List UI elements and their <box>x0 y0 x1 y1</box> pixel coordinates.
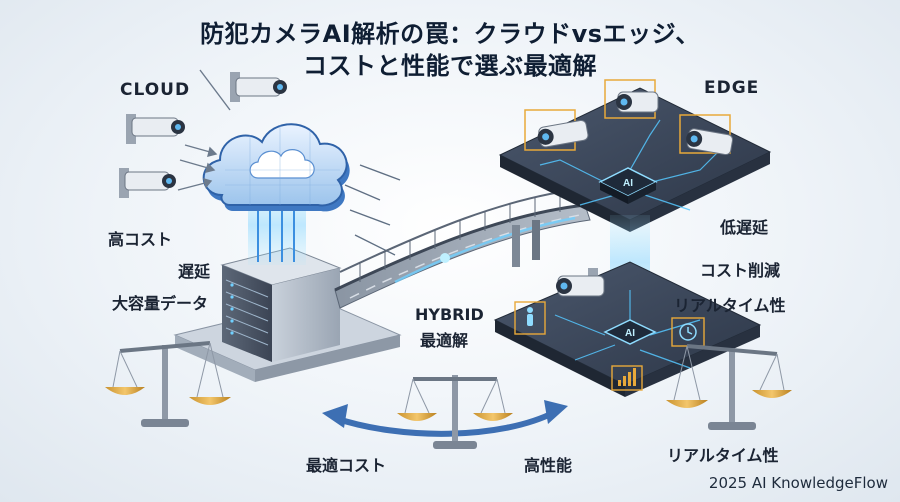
edge-note-realtime: リアルタイム性 <box>674 296 786 315</box>
hybrid-chip-label: AI <box>625 328 635 339</box>
edge-camera-icon <box>537 91 734 156</box>
edge-note-latency: 低遅延 <box>720 218 769 237</box>
camera-icon <box>119 72 287 198</box>
data-flow-arrows <box>177 69 231 191</box>
cloud-note-latency: 遅延 <box>178 262 211 281</box>
server-icon <box>220 247 342 362</box>
bottom-label-performance: 高性能 <box>524 456 573 475</box>
credit: 2025 AI KnowledgeFlow <box>708 474 888 492</box>
bridge-icon <box>334 187 591 309</box>
bottom-label-cost: 最適コスト <box>306 456 387 475</box>
edge-panel <box>498 79 772 232</box>
bottom-label-realtime: リアルタイム性 <box>667 446 779 465</box>
balance-arrow <box>322 400 568 437</box>
edge-label: EDGE <box>704 78 760 98</box>
page-subtitle: コストと性能で選ぶ最適解 <box>303 52 597 80</box>
hybrid-sublabel: 最適解 <box>420 331 469 350</box>
edge-note-cost: コスト削減 <box>700 261 781 280</box>
hybrid-camera-icon <box>556 268 605 297</box>
person-icon <box>527 307 533 326</box>
scale-icon <box>105 341 792 449</box>
chart-icon <box>618 368 636 386</box>
cloud-note-data: 大容量データ <box>112 294 209 313</box>
transfer-arrows <box>344 164 401 256</box>
cloud-label: CLOUD <box>120 80 191 100</box>
clock-icon <box>679 323 697 341</box>
edge-chip-label: AI <box>623 178 633 189</box>
cloud-note-cost: 高コスト <box>108 230 173 249</box>
chip-icon <box>598 167 658 204</box>
page-title: 防犯カメラAI解析の罠：クラウドvsエッジ、 <box>200 20 700 48</box>
hybrid-label: HYBRID <box>415 305 484 324</box>
cloud-icon <box>202 123 350 212</box>
